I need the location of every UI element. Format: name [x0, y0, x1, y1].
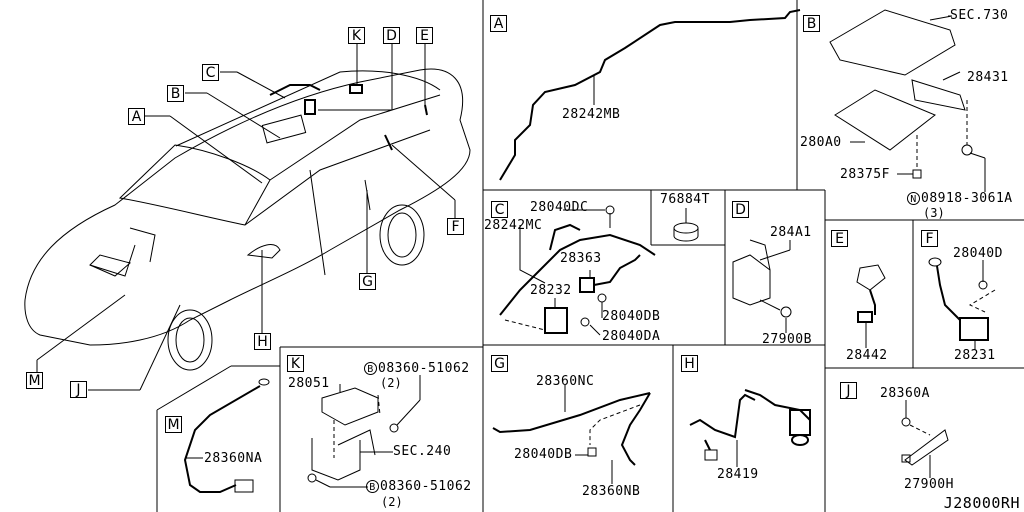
part-sec-240[interactable]: SEC.240 — [393, 444, 452, 459]
callout-k[interactable]: K — [348, 27, 365, 44]
part-284a1[interactable]: 284A1 — [770, 225, 812, 240]
callout-e[interactable]: E — [416, 27, 433, 44]
panel-k-label: K — [287, 355, 304, 372]
part-28431[interactable]: 28431 — [967, 70, 1009, 85]
bolt-symbol-icon: B — [366, 480, 379, 493]
qty-08918-3061a: (3) — [923, 206, 945, 220]
part-28232[interactable]: 28232 — [530, 283, 572, 298]
part-28375f[interactable]: 28375F — [840, 167, 890, 182]
overview-leaders — [36, 44, 456, 391]
part-28360nb[interactable]: 28360NB — [582, 484, 641, 499]
callout-c[interactable]: C — [202, 64, 219, 81]
g-parts-drawing — [492, 385, 651, 484]
part-28419[interactable]: 28419 — [717, 467, 759, 482]
panel-d-label: D — [732, 201, 749, 218]
part-28040db-g[interactable]: 28040DB — [514, 447, 573, 462]
b-parts-drawing — [829, 9, 986, 192]
f-parts-drawing — [928, 257, 996, 350]
c-parts-drawing — [499, 205, 699, 336]
panel-j-label: J — [840, 382, 857, 399]
callout-b[interactable]: B — [167, 85, 184, 102]
part-28242mc[interactable]: 28242MC — [484, 218, 543, 233]
part-28231[interactable]: 28231 — [954, 348, 996, 363]
e-parts-drawing — [856, 264, 886, 348]
part-280a0[interactable]: 280A0 — [800, 135, 842, 150]
panel-e-label: E — [831, 230, 848, 247]
callout-h[interactable]: H — [254, 333, 271, 350]
panel-b-label: B — [803, 15, 820, 32]
part-27900b[interactable]: 27900B — [762, 332, 812, 347]
part-28040db[interactable]: 28040DB — [602, 309, 661, 324]
panel-h-label: H — [681, 355, 698, 372]
bolt-symbol-icon: B — [364, 362, 377, 375]
qty-08360-51062-upper: (2) — [380, 376, 402, 390]
m-parts-drawing — [183, 378, 270, 493]
k-parts-drawing — [307, 375, 421, 488]
part-76884t[interactable]: 76884T — [660, 192, 710, 207]
part-28360na[interactable]: 28360NA — [204, 451, 263, 466]
part-28442[interactable]: 28442 — [846, 348, 888, 363]
part-28040dc[interactable]: 28040DC — [530, 200, 589, 215]
part-28051[interactable]: 28051 — [288, 376, 330, 391]
harness-28242mb — [499, 9, 801, 181]
part-28242mb[interactable]: 28242MB — [562, 107, 621, 122]
panel-c-label: C — [491, 201, 508, 218]
part-sec-730[interactable]: SEC.730 — [950, 8, 1009, 23]
panel-g-label: G — [491, 355, 508, 372]
callout-f[interactable]: F — [447, 218, 464, 235]
part-28363[interactable]: 28363 — [560, 251, 602, 266]
d-parts-drawing — [732, 239, 792, 333]
part-28040d[interactable]: 28040D — [953, 246, 1003, 261]
panel-a-label: A — [490, 15, 507, 32]
callout-g[interactable]: G — [359, 273, 376, 290]
nut-symbol-icon: N — [907, 192, 920, 205]
panel-m-label: M — [165, 416, 182, 433]
qty-08360-51062-lower: (2) — [381, 495, 403, 509]
callout-m[interactable]: M — [26, 372, 43, 389]
part-28040da[interactable]: 28040DA — [602, 329, 661, 344]
part-27900h[interactable]: 27900H — [904, 477, 954, 492]
part-28360a[interactable]: 28360A — [880, 386, 930, 401]
panel-borders — [156, 0, 1024, 512]
callout-a[interactable]: A — [128, 108, 145, 125]
callout-j[interactable]: J — [70, 381, 87, 398]
part-28360nc[interactable]: 28360NC — [536, 374, 595, 389]
diagram-reference-code: J28000RH — [943, 494, 1020, 512]
vehicle-outline — [24, 68, 471, 371]
h-parts-drawing — [689, 389, 811, 467]
callout-d[interactable]: D — [383, 27, 400, 44]
panel-f-label: F — [921, 230, 938, 247]
j-parts-drawing — [901, 400, 949, 478]
